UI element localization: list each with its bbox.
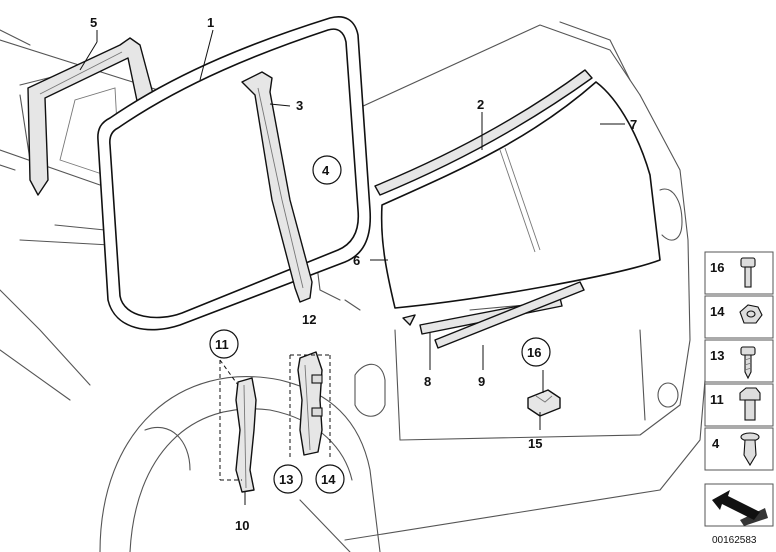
callout-2: 2	[477, 97, 484, 112]
callout-13: 13	[279, 472, 293, 487]
legend-label: 14	[710, 304, 725, 319]
part-3-pillar-channel	[241, 71, 313, 303]
callout-13-circle	[273, 464, 303, 494]
callout-15: 15	[528, 436, 542, 451]
rivet-icon	[740, 432, 760, 467]
callout-9: 9	[478, 374, 485, 389]
callout-4-circle	[312, 155, 342, 185]
legend-cell	[704, 339, 774, 383]
callout-5: 5	[90, 15, 97, 30]
part-12-clip-strip	[297, 351, 323, 456]
bolt-icon	[740, 257, 756, 288]
callout-4: 4	[322, 163, 330, 178]
callout-16-circle	[521, 337, 551, 367]
part-2-upper-strip	[374, 69, 593, 196]
part-10-11-bracket	[235, 377, 257, 493]
legend-cell	[704, 251, 774, 295]
callout-1: 1	[207, 15, 214, 30]
callout-7: 7	[630, 117, 637, 132]
callout-labels: 5 1 3 2 7 6 12 8 9 15 10	[90, 15, 637, 533]
callout-16: 16	[527, 345, 541, 360]
leader-lines	[79, 29, 625, 505]
callout-14: 14	[321, 472, 336, 487]
nut-icon	[739, 304, 763, 324]
legend-cell	[704, 383, 774, 427]
callout-12: 12	[302, 312, 316, 327]
fastener-legend: 16 14 13 11 4	[704, 251, 774, 546]
legend-cell	[704, 295, 774, 339]
legend-label: 4	[712, 436, 720, 451]
part-15-clip	[527, 389, 561, 417]
hex-bolt-icon	[739, 387, 761, 421]
legend-label: 16	[710, 260, 724, 275]
callout-10: 10	[235, 518, 249, 533]
callout-6: 6	[353, 253, 360, 268]
legend-cell	[704, 427, 774, 471]
callout-11-circle	[209, 329, 239, 359]
callout-8: 8	[424, 374, 431, 389]
legend-label: 13	[710, 348, 724, 363]
legend-label: 11	[710, 392, 724, 407]
part-6-rear-window	[380, 81, 661, 309]
callout-3: 3	[296, 98, 303, 113]
reference-number: 00162583	[712, 535, 757, 546]
callout-14-circle	[315, 464, 345, 494]
callout-11: 11	[215, 337, 229, 352]
circled-callouts: 4 11 13 14 16	[209, 155, 551, 494]
part-8-9-lower-strips	[402, 281, 585, 349]
screw-icon	[740, 346, 756, 380]
direction-arrow-icon	[712, 490, 768, 526]
